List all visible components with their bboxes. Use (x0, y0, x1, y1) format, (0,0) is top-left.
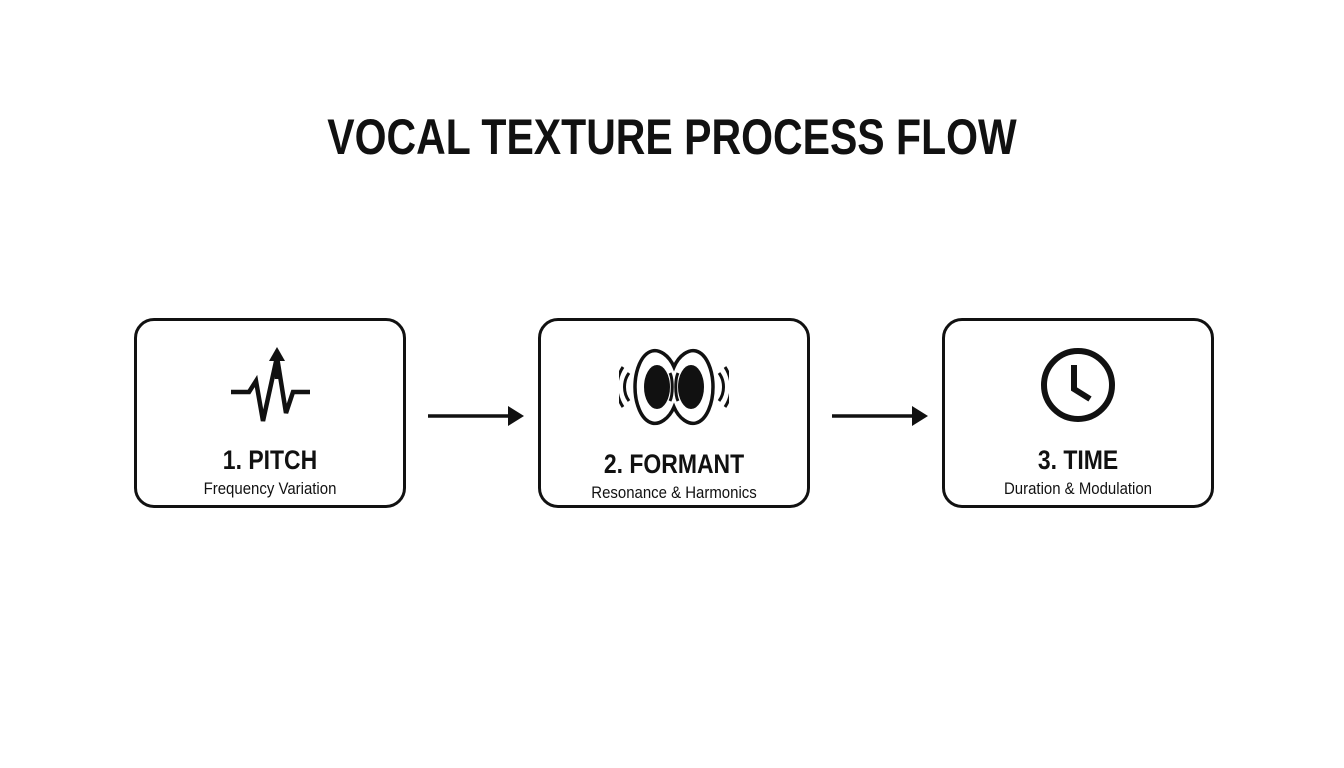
diagram-title: VOCAL TEXTURE PROCESS FLOW (327, 109, 1017, 165)
step-label: 1. PITCH (222, 445, 318, 475)
step-label: 2. FORMANT (603, 449, 745, 479)
step-subtitle: Resonance & Harmonics (591, 483, 757, 502)
clock-icon (1041, 348, 1115, 422)
step-subtitle: Frequency Variation (203, 479, 337, 498)
step-box-pitch: 1. PITCH Frequency Variation (134, 318, 406, 508)
step-box-time: 3. TIME Duration & Modulation (942, 318, 1214, 508)
resonance-icon (619, 348, 729, 426)
step-label: 3. TIME (1037, 445, 1119, 475)
step-subtitle: Duration & Modulation (1003, 479, 1153, 498)
waveform-arrow-icon (231, 347, 310, 422)
step-box-formant: 2. FORMANT Resonance & Harmonics (538, 318, 810, 508)
arrow-right-icon (428, 406, 524, 426)
arrow-right-icon (832, 406, 928, 426)
